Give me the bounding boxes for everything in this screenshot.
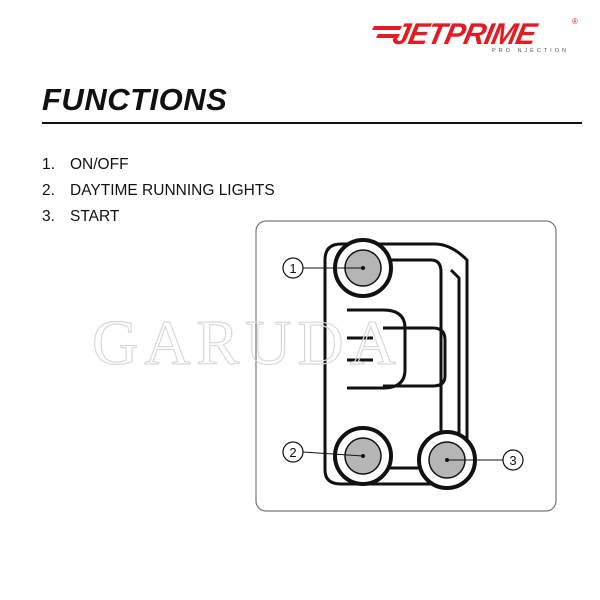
callout-3: 3	[447, 449, 524, 471]
function-label: ON/OFF	[70, 156, 129, 173]
functions-list: 1. ON/OFF 2. DAYTIME RUNNING LIGHTS 3. S…	[42, 152, 275, 230]
svg-text:3: 3	[509, 453, 516, 468]
garuda-watermark: GARUDA	[91, 306, 452, 378]
function-item-start: 3. START	[42, 204, 275, 230]
callout-1: 1	[282, 257, 363, 279]
page-title: FUNCTIONS	[42, 82, 228, 117]
svg-text:1: 1	[289, 261, 296, 276]
title-divider	[42, 122, 582, 124]
function-number: 2.	[42, 182, 55, 199]
registered-mark: ®	[572, 17, 578, 26]
svg-text:2: 2	[289, 445, 296, 460]
function-item-on-off: 1. ON/OFF	[42, 152, 275, 178]
logo-tagline: PRO NJECTION	[492, 48, 569, 54]
logo-wordmark: JETPRIME	[390, 18, 541, 51]
callout-2: 2	[282, 441, 364, 463]
function-number: 3.	[42, 208, 55, 225]
function-item-daytime-running-lights: 2. DAYTIME RUNNING LIGHTS	[42, 178, 275, 204]
watermark-text: GARUDA	[92, 308, 402, 378]
function-number: 1.	[42, 156, 55, 173]
function-label: START	[70, 208, 120, 225]
function-label: DAYTIME RUNNING LIGHTS	[70, 182, 275, 199]
jetprime-logo: JETPRIME PRO NJECTION ®	[372, 12, 582, 54]
switch-diagram: 1 2 3	[255, 220, 557, 512]
